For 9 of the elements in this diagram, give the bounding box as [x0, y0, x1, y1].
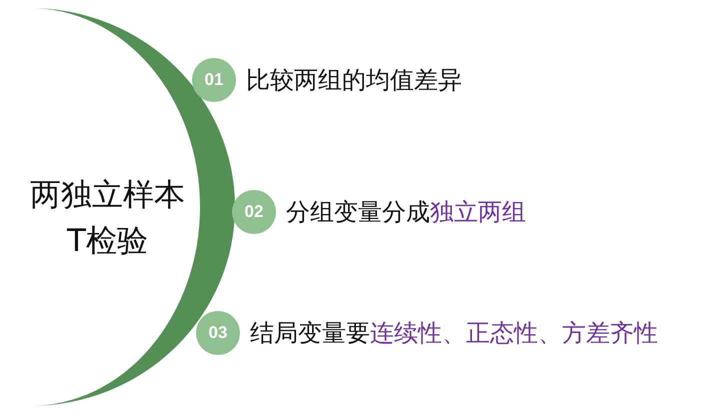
number-badge: 02	[232, 190, 276, 234]
highlight-text: 连续性、正态性、方差齐性	[370, 318, 658, 349]
item-text: 分组变量分成	[286, 197, 430, 228]
number-badge: 03	[196, 311, 240, 355]
item-text: 比较两组的均值差异	[246, 65, 462, 96]
title-text: 两独立样本T检验	[29, 176, 186, 261]
number-badge: 01	[192, 58, 236, 102]
item-text: 结局变量要	[250, 318, 370, 349]
highlight-text: 独立两组	[430, 197, 526, 228]
